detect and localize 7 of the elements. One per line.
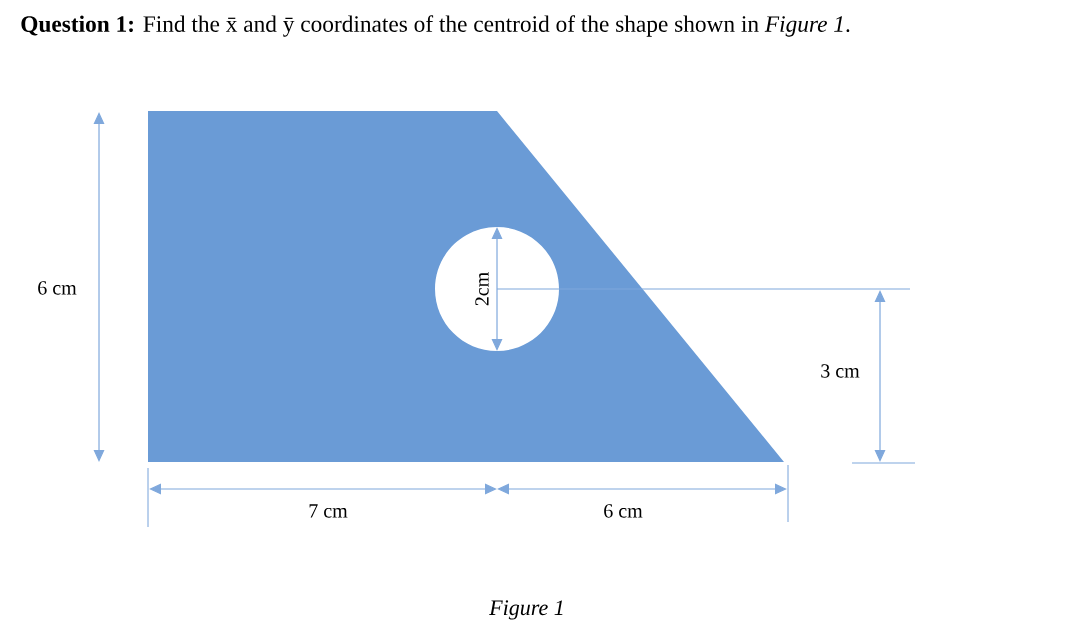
dimension-label: 3 cm	[821, 364, 860, 378]
question-text: Question 1: Find the x̄ and ȳ coordinates of the centroid of the shape shown in Figure 1.	[21, 15, 850, 37]
dimension-label: 6 cm	[604, 504, 643, 518]
dimension-label: 2cm	[475, 272, 489, 306]
dimension-label: 7 cm	[309, 504, 348, 518]
figure-caption: Figure 1	[489, 600, 563, 620]
dimension-label: 6 cm	[38, 281, 77, 295]
